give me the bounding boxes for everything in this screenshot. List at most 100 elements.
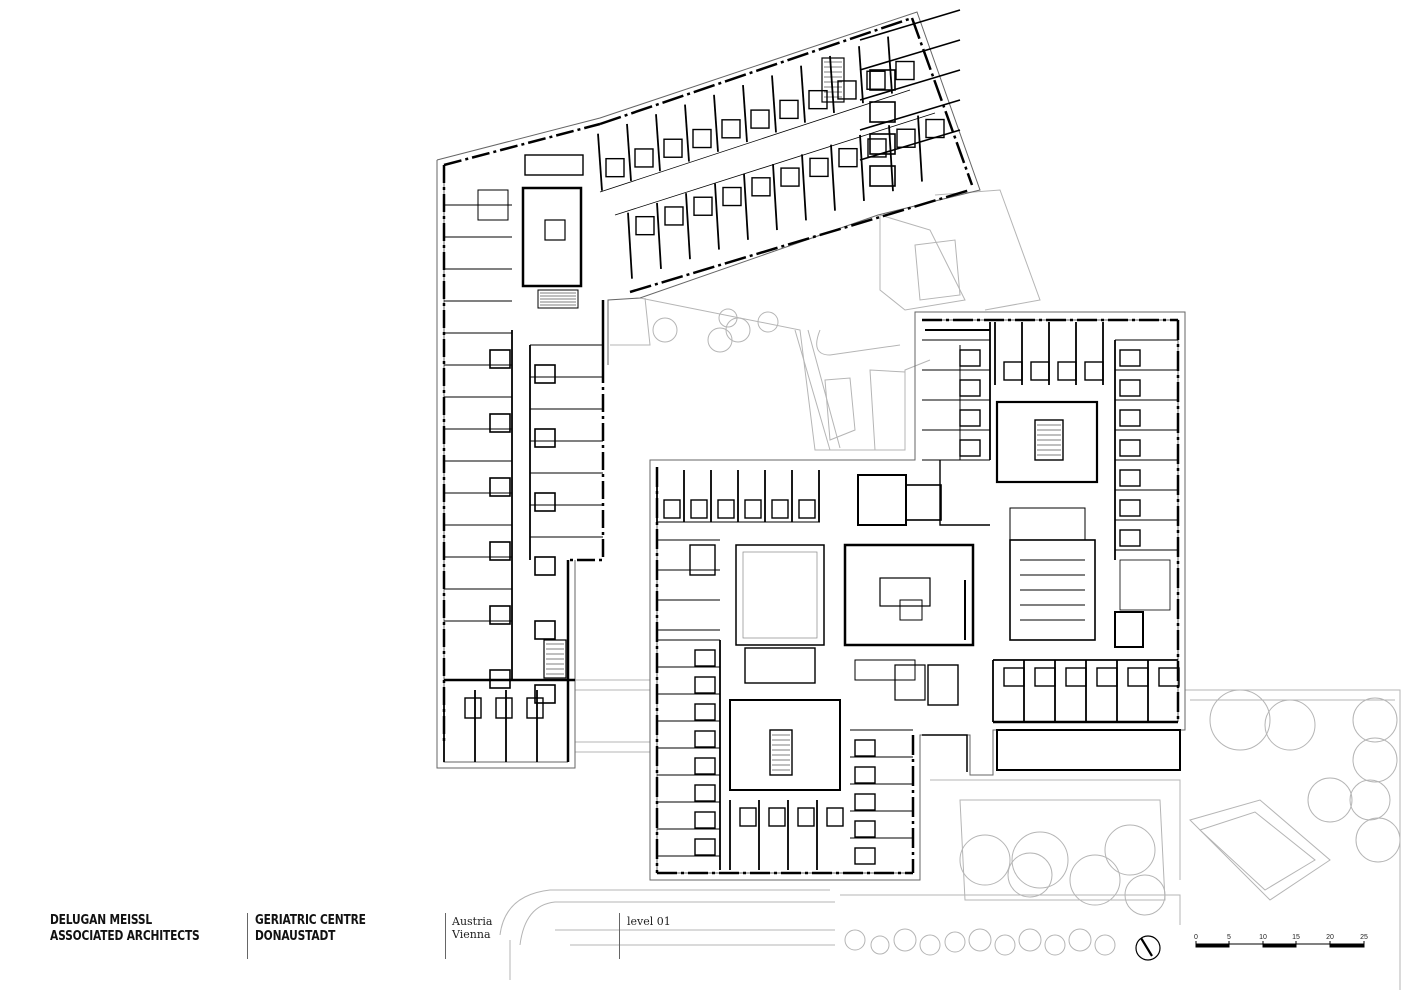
bathroom-pod <box>896 128 916 148</box>
bathroom-pod <box>1119 409 1141 427</box>
bathroom-pod <box>1084 361 1104 381</box>
bathroom-pod <box>869 69 896 91</box>
partition-wall <box>656 202 662 270</box>
bathroom-pod <box>534 492 556 512</box>
bathroom-pod <box>1119 349 1141 367</box>
bathroom-pod <box>663 499 681 519</box>
corridor-line <box>599 89 911 193</box>
partition-wall <box>859 99 961 131</box>
bathroom-pod <box>526 697 544 719</box>
bathroom-pod <box>717 499 735 519</box>
scale-label-15: 15 <box>1292 934 1300 941</box>
partition-wall <box>858 46 864 104</box>
bathroom-pod <box>693 196 713 216</box>
scale-label-10: 10 <box>1259 934 1267 941</box>
bathroom-pod <box>534 684 556 704</box>
bathroom-pod <box>489 605 511 625</box>
bathroom-pod <box>779 99 799 120</box>
bathroom-pod <box>1119 499 1141 517</box>
partition-wall <box>887 36 893 94</box>
partition-wall <box>859 134 865 202</box>
bathroom-pod <box>1119 379 1141 397</box>
bathroom-pod <box>694 838 716 856</box>
scale-label-20: 20 <box>1326 934 1334 941</box>
bathroom-pod <box>895 60 915 81</box>
bathroom-pod <box>768 807 786 827</box>
bathroom-pod <box>780 167 800 187</box>
bathroom-pod <box>1065 667 1087 687</box>
bathroom-pod <box>1034 667 1056 687</box>
bathroom-pod <box>837 80 857 100</box>
partition-wall <box>888 125 894 192</box>
north-arrow-icon <box>1135 935 1161 961</box>
bathroom-pod <box>694 676 716 694</box>
room-furniture <box>464 60 1180 865</box>
bathroom-pod <box>694 730 716 748</box>
bathroom-pod <box>694 811 716 829</box>
bathroom-pod <box>634 148 654 168</box>
bathroom-pod <box>534 556 556 576</box>
bathroom-pod <box>869 133 896 155</box>
bathroom-pod <box>605 157 625 178</box>
bathroom-pod <box>867 138 887 158</box>
bathroom-pod <box>854 793 876 811</box>
bathroom-pod <box>722 186 742 207</box>
scale-bar <box>1195 941 1365 948</box>
bathroom-pod <box>854 739 876 757</box>
partition-wall <box>829 55 835 114</box>
title-separator <box>247 913 248 959</box>
scale-label-5: 5 <box>1227 934 1231 941</box>
partition-wall <box>713 94 719 152</box>
bathroom-pod <box>826 807 844 827</box>
bathroom-pod <box>489 413 511 433</box>
bathroom-pod <box>1158 667 1180 687</box>
bathroom-pod <box>869 101 896 123</box>
partition-wall <box>714 183 720 250</box>
bathroom-pod <box>744 499 762 519</box>
firm-name: DELUGAN MEISSL ASSOCIATED ARCHITECTS <box>50 913 200 945</box>
site-landscape <box>499 189 1401 990</box>
building-outline <box>436 11 1186 881</box>
service-room <box>689 544 716 576</box>
partition-wall <box>684 104 690 162</box>
partition-wall <box>859 39 961 71</box>
bathroom-pod <box>664 206 684 226</box>
partition-wall <box>771 75 777 133</box>
bathroom-pod <box>694 649 716 667</box>
partition-wall <box>685 193 691 260</box>
bathroom-pod <box>1119 529 1141 547</box>
bathroom-pod <box>489 541 511 561</box>
bathroom-pod <box>854 847 876 865</box>
bathroom-pod <box>1119 439 1141 457</box>
bathroom-pod <box>694 757 716 775</box>
scale-label-25: 25 <box>1360 934 1368 941</box>
bathroom-pod <box>489 477 511 497</box>
bathroom-pod <box>750 109 770 129</box>
scale-label-0: 0 <box>1194 934 1198 941</box>
bathroom-pod <box>808 89 828 110</box>
room-partitions <box>443 9 1178 870</box>
bathroom-pod <box>692 128 712 149</box>
project-name-line2: DONAUSTADT <box>255 929 336 944</box>
bathroom-pod <box>1119 469 1141 487</box>
bathroom-pod <box>1030 361 1050 381</box>
partition-wall <box>743 173 749 240</box>
partition-wall <box>627 212 633 279</box>
firm-name-line2: ASSOCIATED ARCHITECTS <box>50 929 200 944</box>
bathroom-pod <box>694 784 716 802</box>
partition-wall <box>655 114 661 172</box>
bathroom-pod <box>1057 361 1077 381</box>
bathroom-pod <box>1003 667 1025 687</box>
bathroom-pod <box>959 409 981 427</box>
bathroom-pod <box>959 349 981 367</box>
bathroom-pod <box>854 820 876 838</box>
bathroom-pod <box>797 807 815 827</box>
bathroom-pod <box>809 157 829 178</box>
location-city: Vienna <box>452 928 491 941</box>
bathroom-pod <box>690 499 708 519</box>
bathroom-pod <box>489 669 511 689</box>
bathroom-pod <box>959 439 981 457</box>
partition-wall <box>830 144 836 211</box>
partition-wall <box>800 65 806 123</box>
